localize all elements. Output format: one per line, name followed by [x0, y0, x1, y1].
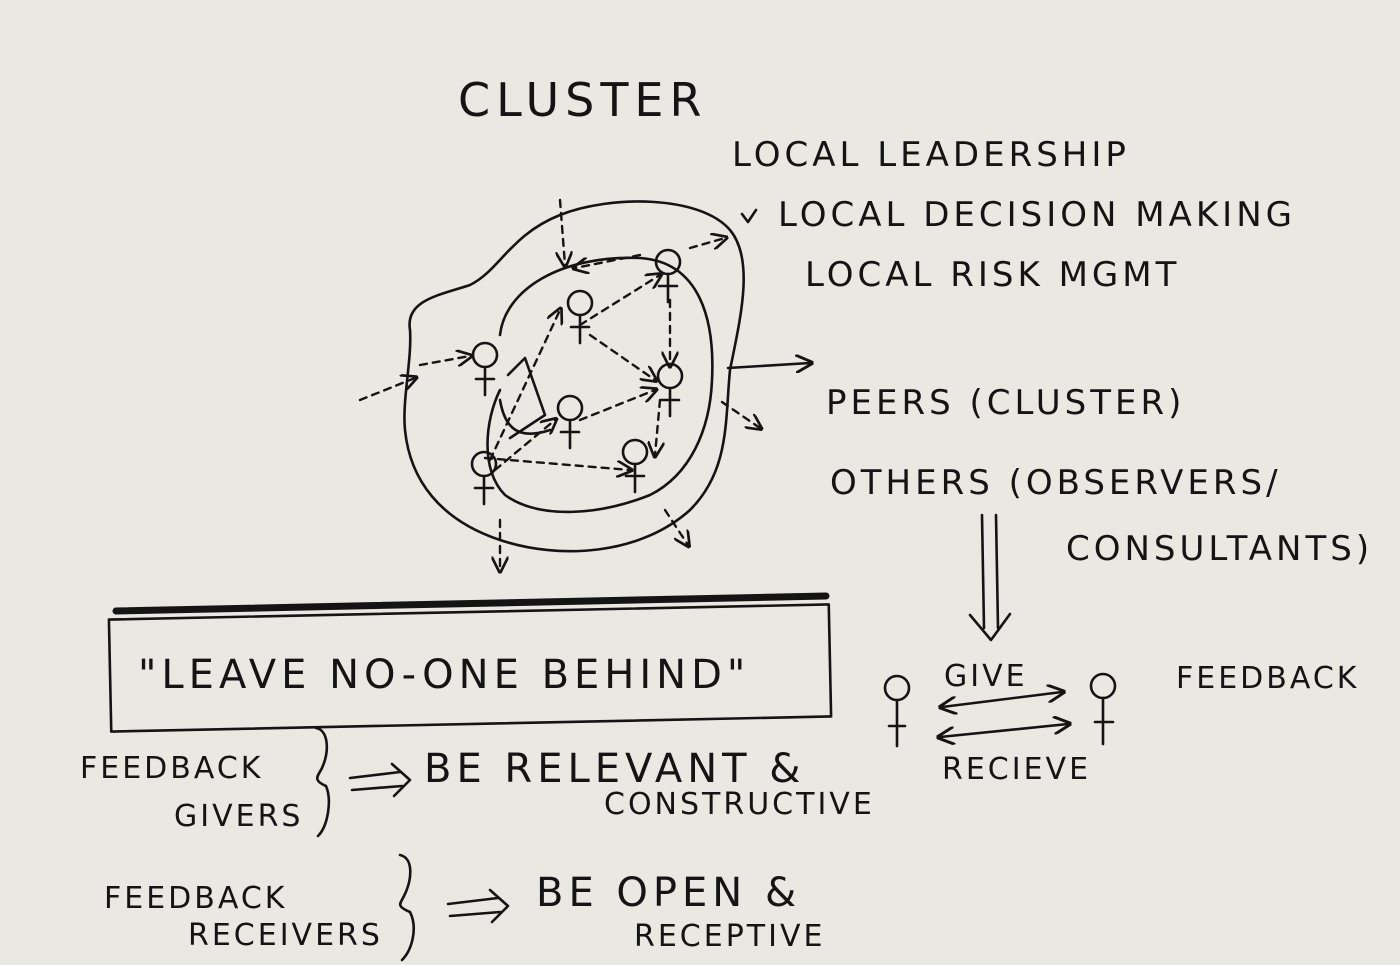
give-arrow	[942, 692, 1062, 707]
person-icon	[470, 450, 498, 506]
give-label: GIVE	[944, 659, 1028, 694]
person-icon	[656, 362, 684, 418]
feedback-receivers-section: FEEDBACK RECEIVERS BE OPEN & RECEPTIVE	[104, 853, 825, 962]
person-icon	[654, 248, 682, 304]
feedback-givers-section: FEEDBACK GIVERS BE RELEVANT & CONSTRUCTI…	[80, 726, 875, 838]
zigzag-path	[506, 356, 547, 440]
link-arrow	[720, 400, 760, 428]
receivers-advice-line2: RECEPTIVE	[634, 919, 825, 954]
person-icon	[1089, 672, 1117, 746]
link-arrow	[418, 356, 470, 365]
receivers-brace	[398, 853, 415, 962]
givers-label-line1: FEEDBACK	[80, 751, 263, 786]
feedback-exchange: GIVE RECIEVE FEEDBACK	[883, 659, 1359, 787]
givers-advice-line2: CONSTRUCTIVE	[604, 787, 875, 822]
link-arrow	[588, 333, 655, 380]
givers-advice-line1: BE RELEVANT &	[424, 746, 805, 792]
person-icon	[621, 438, 649, 494]
implies-arrow-icon	[446, 888, 510, 924]
feedback-label: FEEDBACK	[1176, 661, 1359, 696]
local-item-decision: LOCAL DECISION MAKING	[778, 195, 1296, 235]
link-arrow	[493, 420, 555, 472]
person-icon	[471, 341, 499, 397]
person-icon	[566, 289, 594, 345]
givers-label-line2: GIVERS	[174, 799, 303, 834]
link-arrow	[483, 456, 630, 470]
cluster-diagram	[358, 198, 760, 570]
double-down-arrow-icon	[968, 513, 1012, 642]
others-label-continued: CONSULTANTS)	[1066, 529, 1373, 569]
receivers-label-line1: FEEDBACK	[104, 881, 287, 916]
curve-path	[498, 398, 552, 436]
link-arrow	[578, 390, 655, 422]
link-arrow	[663, 508, 688, 545]
receive-label: RECIEVE	[942, 752, 1091, 787]
link-arrow	[358, 378, 415, 402]
receivers-advice-line1: BE OPEN &	[536, 870, 801, 916]
link-arrow	[575, 253, 642, 268]
givers-brace	[314, 726, 331, 838]
motto-box: "LEAVE NO-ONE BEHIND"	[107, 592, 833, 733]
link-arrow	[688, 238, 725, 248]
link-arrow	[578, 275, 660, 327]
others-label: OTHERS (OBSERVERS/	[830, 463, 1282, 503]
link-arrow	[655, 398, 660, 455]
person-icon	[883, 674, 911, 748]
cluster-inner-orbit	[486, 256, 714, 514]
motto-text: "LEAVE NO-ONE BEHIND"	[138, 652, 750, 698]
receive-arrow	[940, 724, 1068, 737]
local-item-leadership: LOCAL LEADERSHIP	[732, 135, 1130, 175]
cluster-to-peers-arrow	[726, 363, 810, 368]
local-list: LOCAL LEADERSHIP LOCAL DECISION MAKING L…	[732, 135, 1296, 295]
check-mark	[740, 208, 758, 224]
diagram-title: CLUSTER	[458, 73, 707, 127]
cluster-outer-boundary	[403, 200, 745, 553]
person-icon	[556, 394, 584, 450]
local-item-risk: LOCAL RISK MGMT	[805, 255, 1180, 295]
implies-arrow-icon	[348, 762, 412, 798]
receivers-label-line2: RECEIVERS	[188, 918, 383, 953]
peers-label: PEERS (CLUSTER)	[826, 383, 1185, 423]
link-arrow	[560, 198, 565, 265]
link-arrow	[488, 310, 560, 462]
